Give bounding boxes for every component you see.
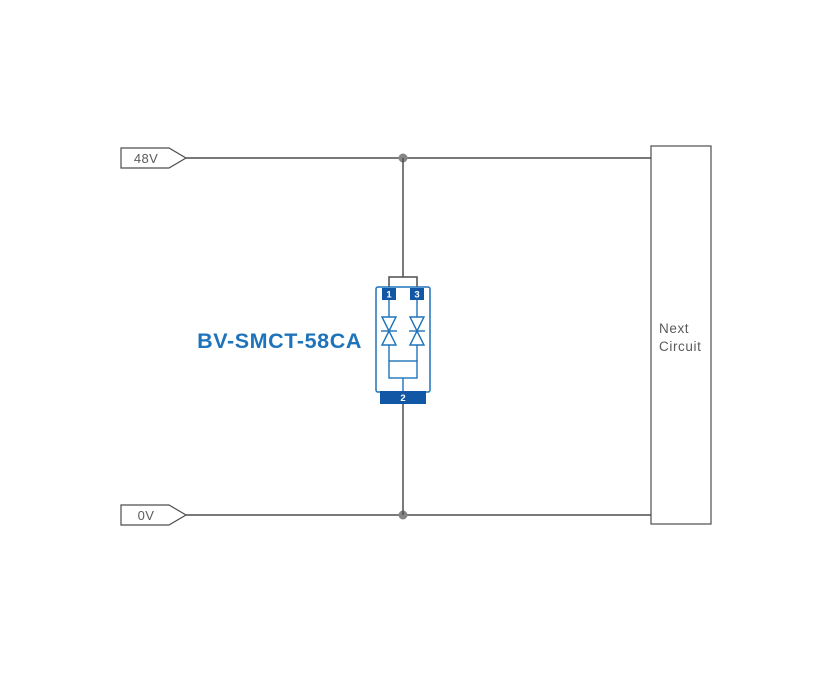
next-circuit-text-line2: Circuit (659, 339, 701, 354)
rail-48v: 48V (120, 147, 651, 169)
pin-2-label: 2 (400, 393, 405, 404)
net-label-0v-text: 0V (138, 508, 155, 523)
net-label-48v-tag (120, 147, 188, 169)
pin-2-pad (380, 391, 426, 404)
pin-3-pad (410, 288, 424, 300)
pin-1-label: 1 (386, 290, 392, 301)
tvs-diode-symbol-right (408, 300, 426, 361)
net-label-0v-tag (120, 504, 188, 526)
next-circuit-text-line1: Next (659, 321, 689, 336)
tvs-diode-symbol-left (380, 300, 398, 361)
tvs-component: 1 3 2 (375, 276, 431, 404)
next-circuit-box (650, 145, 712, 525)
rail-0v: 0V (120, 504, 651, 526)
diode-right-triangle-down (408, 316, 426, 333)
component-part-number: BV-SMCT-58CA (197, 329, 362, 353)
pin-3-label: 3 (414, 290, 419, 301)
net-label-48v-text: 48V (134, 151, 158, 166)
diode-left-triangle-down (380, 316, 398, 333)
pin-1-pad (382, 288, 396, 300)
next-circuit-block: Next Circuit (650, 145, 712, 525)
wire-pin-fork (388, 276, 418, 288)
common-junction-rect (388, 360, 418, 379)
